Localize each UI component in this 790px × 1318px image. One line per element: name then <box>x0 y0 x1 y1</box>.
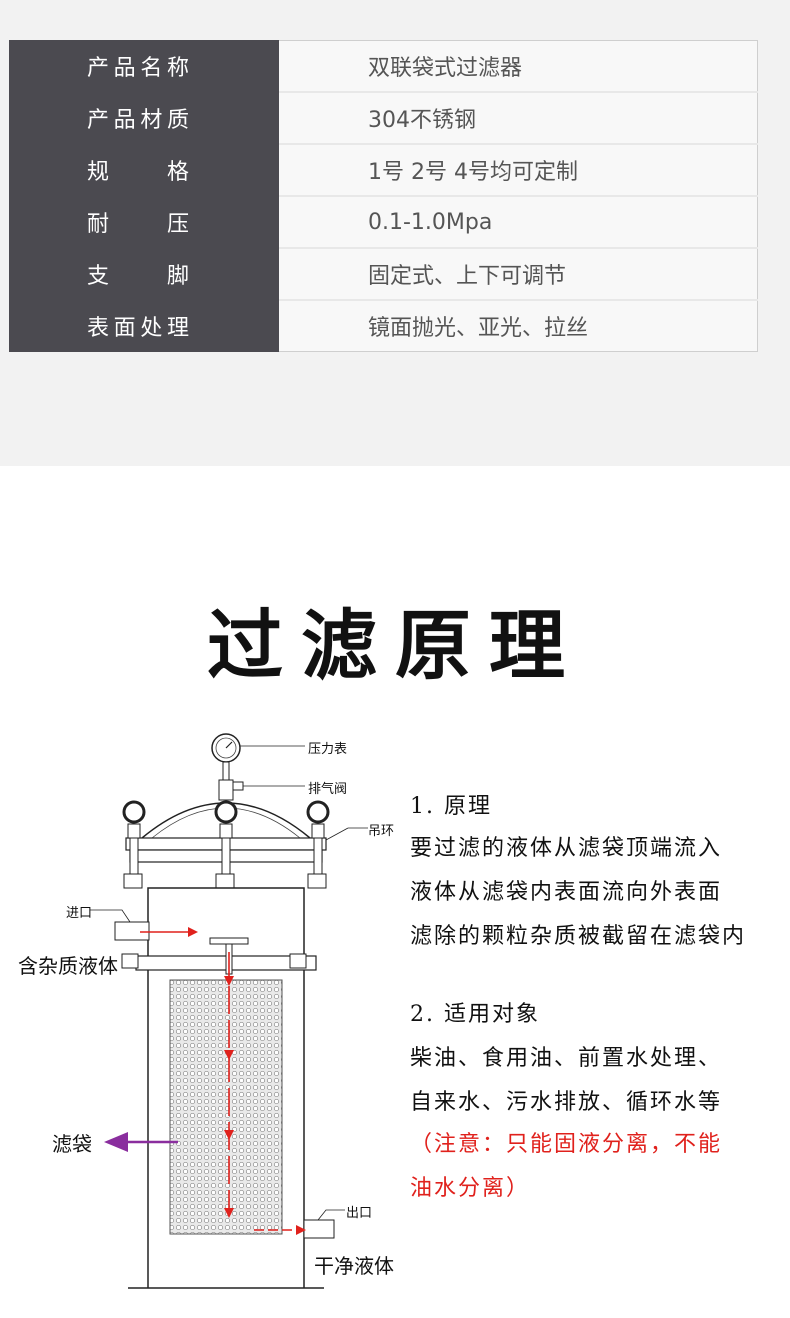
spec-table: 产品名称 双联袋式过滤器产品材质 304不锈钢规 格 1号 2号 4号均可定制耐 压 0… <box>9 40 758 352</box>
spec-label: 耐 压 <box>9 195 279 249</box>
principle-line-3: 滤除的颗粒杂质被截留在滤袋内 <box>410 924 747 949</box>
principle-heading: 1. 原理 <box>410 794 492 819</box>
vent-label: 排气阀 <box>308 782 348 797</box>
spec-section: 产品名称 双联袋式过滤器产品材质 304不锈钢规 格 1号 2号 4号均可定制耐 压 0… <box>0 0 790 466</box>
spec-row: 产品名称 双联袋式过滤器 <box>9 40 758 93</box>
application-line-2: 自来水、污水排放、循环水等 <box>410 1090 723 1115</box>
spec-row: 表面处理 镜面抛光、亚光、拉丝 <box>9 299 758 352</box>
outlet-label: 出口 <box>346 1206 373 1221</box>
spec-value: 镜面抛光、亚光、拉丝 <box>278 299 758 352</box>
principle-line-1: 要过滤的液体从滤袋顶端流入 <box>410 836 723 861</box>
bag-pointer-arrow <box>104 1132 178 1152</box>
spec-label-text: 规 格 <box>87 160 189 185</box>
application-heading: 2. 适用对象 <box>410 1002 540 1027</box>
spec-label-text: 表面处理 <box>87 316 189 341</box>
spec-label: 支 脚 <box>9 247 279 301</box>
spec-label: 规 格 <box>9 143 279 197</box>
section-title: 过滤原理 <box>207 601 583 690</box>
filter-bag-label: 滤袋 <box>52 1132 92 1156</box>
spec-value: 固定式、上下可调节 <box>278 247 758 301</box>
spec-label: 表面处理 <box>9 299 279 352</box>
spec-value: 双联袋式过滤器 <box>278 40 758 93</box>
spec-value: 1号 2号 4号均可定制 <box>278 143 758 197</box>
spec-row: 规 格 1号 2号 4号均可定制 <box>9 143 758 197</box>
spec-label-text: 产品材质 <box>87 108 189 133</box>
spec-row: 产品材质 304不锈钢 <box>9 91 758 145</box>
spec-label: 产品名称 <box>9 40 279 93</box>
spec-label-text: 产品名称 <box>87 56 189 81</box>
pressure-gauge-icon <box>211 733 241 781</box>
spec-label-text: 耐 压 <box>87 212 189 237</box>
lifting-ring-label: 吊环 <box>368 824 395 839</box>
gauge-label: 压力表 <box>308 742 348 757</box>
flow-arrows <box>140 927 306 1235</box>
spec-row: 耐 压 0.1-1.0Mpa <box>9 195 758 249</box>
spec-row: 支 脚 固定式、上下可调节 <box>9 247 758 301</box>
dirty-liquid-label: 含杂质液体 <box>18 954 118 978</box>
note-line-2: 油水分离） <box>410 1176 531 1201</box>
filter-diagram <box>90 733 368 1289</box>
spec-value: 304不锈钢 <box>278 91 758 145</box>
spec-label-text: 支 脚 <box>87 264 189 289</box>
clean-liquid-label: 干净液体 <box>314 1254 394 1278</box>
spec-value: 0.1-1.0Mpa <box>278 195 758 249</box>
lifting-ring-icon <box>122 800 330 889</box>
note-line-1: （注意：只能固液分离，不能 <box>410 1132 723 1157</box>
spec-label: 产品材质 <box>9 91 279 145</box>
application-line-1: 柴油、食用油、前置水处理、 <box>410 1046 723 1071</box>
filter-bag <box>169 979 283 1235</box>
principle-line-2: 液体从滤袋内表面流向外表面 <box>410 880 723 905</box>
vent-valve-icon <box>218 779 244 801</box>
inlet-label: 进口 <box>66 906 93 921</box>
